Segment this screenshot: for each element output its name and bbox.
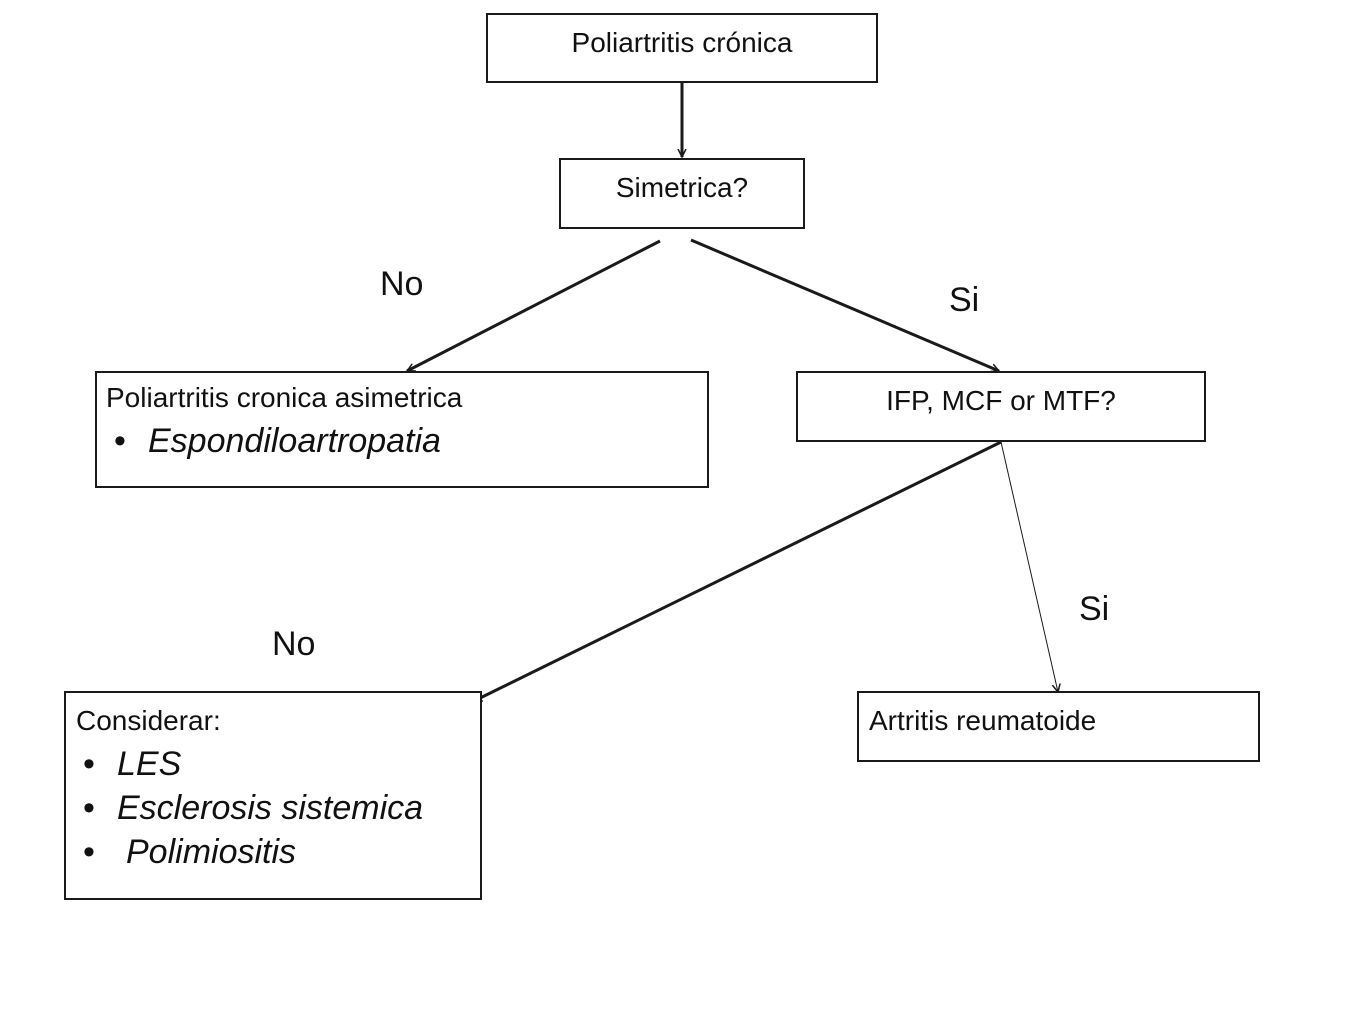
node-ifp-mcf-mtf-question: IFP, MCF or MTF?	[796, 371, 1206, 442]
bullet: •	[114, 422, 126, 460]
item-label: LES	[117, 745, 182, 783]
node-poliartritis-asimetrica: Poliartritis cronica asimetrica • Espondi…	[95, 371, 709, 488]
edge-symmetric-yes	[690, 238, 999, 373]
list-item: • LES	[83, 742, 480, 786]
bullet: •	[83, 833, 95, 871]
list-item: • Polimiositis	[83, 830, 480, 874]
item-label: Esclerosis sistemica	[117, 789, 424, 827]
node-poliartritis-cronica: Poliartritis crónica	[486, 13, 878, 83]
edge-label-symmetric-no: No	[380, 265, 424, 303]
bullet: •	[83, 745, 95, 783]
edge-label-joints-yes: Si	[1079, 590, 1110, 628]
item-label: Espondiloartropatia	[148, 422, 441, 460]
edge-joints-yes	[1000, 441, 1058, 692]
bullet: •	[83, 789, 95, 827]
list-item: • Espondiloartropatia	[114, 419, 707, 463]
diagnosis-list: • LES • Esclerosis sistemica • Polimiositis	[83, 742, 480, 874]
diagnosis-list: • Espondiloartropatia	[114, 419, 707, 463]
node-considerar: Considerar: • LES • Esclerosis sistemica •…	[64, 691, 482, 900]
list-item: • Esclerosis sistemica	[83, 786, 480, 830]
node-title: Poliartritis cronica asimetrica	[106, 382, 463, 413]
edge-label-joints-no: No	[272, 625, 316, 663]
node-title: IFP, MCF or MTF?	[886, 385, 1116, 416]
edge-joints-no	[474, 440, 1002, 703]
edge-symmetric-no	[407, 239, 661, 373]
node-title: Poliartritis crónica	[571, 27, 793, 58]
node-title: Artritis reumatoide	[869, 705, 1097, 736]
node-title: Considerar:	[76, 705, 221, 736]
node-simetrica-question: Simetrica?	[559, 158, 805, 229]
node-artritis-reumatoide: Artritis reumatoide	[857, 691, 1260, 762]
item-label: Polimiositis	[126, 833, 297, 871]
node-title: Simetrica?	[615, 172, 749, 203]
edge-label-symmetric-yes: Si	[949, 281, 980, 319]
